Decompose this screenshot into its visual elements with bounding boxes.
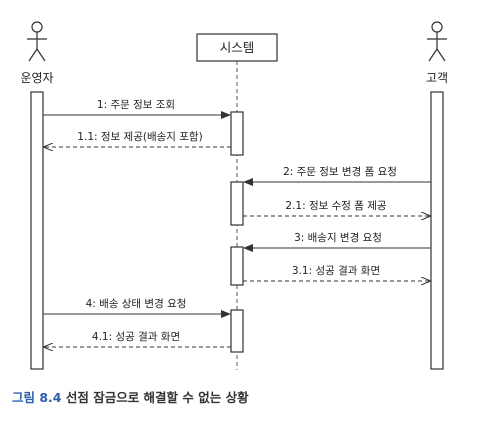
- figure-caption: 그림 8.4 선점 잠금으로 해결할 수 없는 상황: [12, 387, 249, 406]
- operator-label: 운영자: [20, 71, 53, 85]
- message-2-label: 2: 주문 정보 변경 폼 요청: [283, 165, 397, 178]
- message-2-1-label: 2.1: 정보 수정 폼 제공: [285, 200, 387, 212]
- message-3-label: 3: 배송지 변경 요청: [294, 231, 382, 244]
- system-activation-1: [230, 111, 244, 156]
- system-activation-2: [230, 181, 244, 226]
- figure-number: 그림 8.4: [12, 390, 62, 405]
- system-label: 시스템: [220, 40, 255, 55]
- message-4-1-label: 4.1: 성공 결과 화면: [92, 331, 180, 343]
- message-1-label: 1: 주문 정보 조회: [97, 99, 175, 111]
- operator-actor-icon: [27, 21, 47, 62]
- message-1-1-label: 1.1: 정보 제공(배송지 포함): [77, 131, 202, 143]
- customer-actor-icon: [427, 21, 447, 62]
- customer-activation-bar: [430, 91, 444, 370]
- customer-label: 고객: [426, 71, 448, 85]
- message-4-label: 4: 배송 상태 변경 요청: [86, 297, 187, 310]
- system-activation-4: [230, 309, 244, 353]
- operator-activation-bar: [30, 91, 44, 370]
- figure-caption-text: 선점 잠금으로 해결할 수 없는 상황: [61, 390, 249, 405]
- system-participant-box: [196, 33, 278, 62]
- message-3-1-label: 3.1: 성공 결과 화면: [292, 265, 380, 277]
- system-activation-3: [230, 246, 244, 286]
